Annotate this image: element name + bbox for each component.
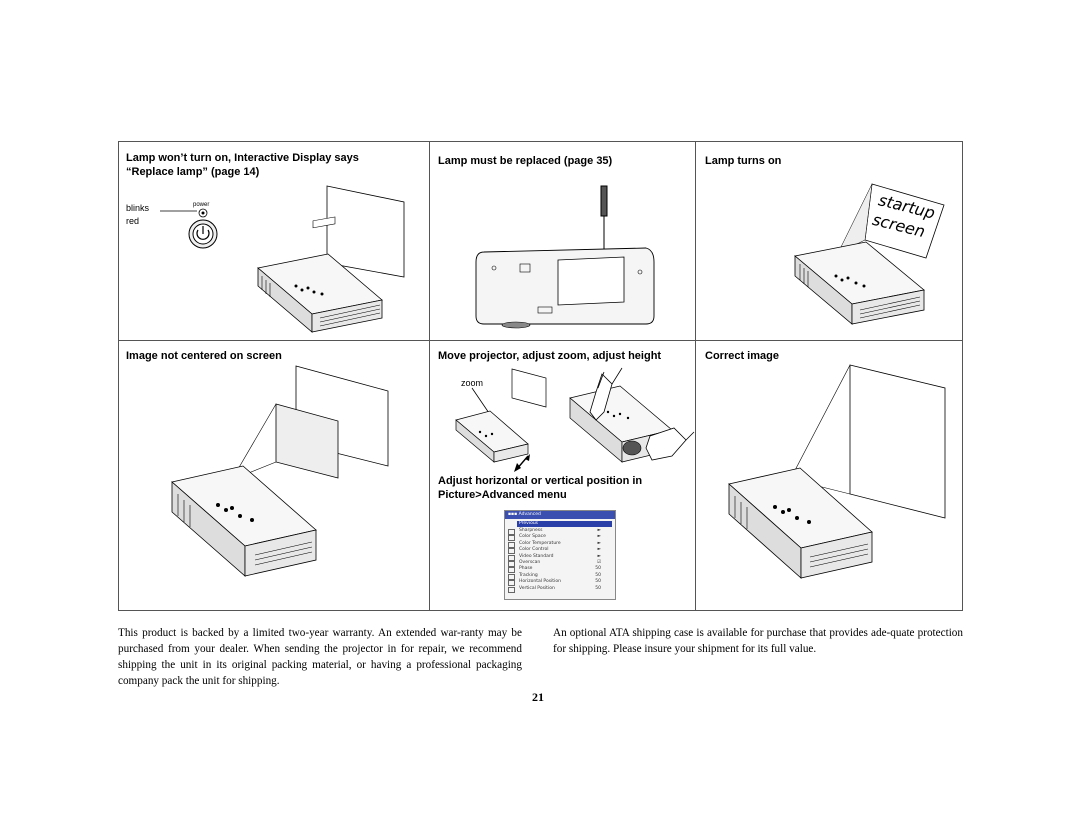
- blinks-label: blinks: [126, 203, 150, 213]
- page-number: 21: [532, 690, 544, 704]
- panel-5-subtitle-line1: Adjust horizontal or vertical position i…: [438, 475, 643, 487]
- menu-item-label: Video Standard: [519, 553, 554, 559]
- menu-item-vertical-position[interactable]: Vertical Position 50: [505, 585, 615, 593]
- menu-item-video-standard[interactable]: Video Standard ►: [505, 553, 615, 561]
- menu-item-label: Sharpness: [519, 528, 543, 533]
- power-label: power: [193, 202, 210, 208]
- menu-item-color-temperature[interactable]: Color Temperature ►: [505, 540, 615, 548]
- menu-item-label: Vertical Position: [519, 585, 555, 591]
- panel-3-title: Lamp turns on: [705, 155, 782, 167]
- menu-item-value: 50: [595, 579, 601, 585]
- phase-icon: [508, 567, 515, 574]
- menu-item-label: Tracking: [519, 572, 538, 578]
- menu-item-label: Color Temperature: [519, 540, 561, 546]
- color-temperature-icon: [508, 541, 515, 548]
- menu-item-label: Horizontal Position: [519, 579, 561, 585]
- menu-item-horizontal-position[interactable]: Horizontal Position 50: [505, 579, 615, 587]
- menu-item-value: ☑: [596, 559, 601, 565]
- panel-5-title: Move projector, adjust zoom, adjust heig…: [438, 350, 662, 362]
- menu-item-overscan[interactable]: Overscan ☑: [505, 559, 615, 567]
- tracking-icon: [508, 573, 515, 580]
- shipping-case-paragraph: An optional ATA shipping case is availab…: [553, 627, 963, 655]
- panel-4-title: Image not centered on screen: [126, 350, 282, 362]
- menu-item-color-control[interactable]: Color Control ►: [505, 547, 615, 555]
- menu-item-value: ►: [597, 528, 601, 533]
- sharpness-icon: [508, 529, 515, 535]
- menu-item-phase[interactable]: Phase 50: [505, 566, 615, 574]
- warranty-paragraph: This product is backed by a limited two-…: [118, 627, 522, 687]
- horizontal-position-icon: [508, 580, 515, 587]
- menu-item-value: ►: [597, 547, 601, 553]
- menu-item-color-space[interactable]: Color Space ►: [505, 534, 615, 542]
- panel-2-title: Lamp must be replaced (page 35): [438, 155, 613, 167]
- panel-1-title-line2: “Replace lamp” (page 14): [126, 166, 260, 178]
- menu-item-previous[interactable]: Previous: [517, 521, 612, 527]
- red-label: red: [126, 216, 140, 226]
- menu-item-value: ►: [597, 553, 601, 559]
- advanced-menu-title: ▪▪▪ Advanced: [505, 511, 615, 519]
- panel-1-title-line1: Lamp won’t turn on, Interactive Display …: [126, 152, 359, 164]
- menu-item-value: 50: [595, 585, 601, 591]
- grid-divider-h1: [118, 340, 963, 341]
- panel-1-title: Lamp won’t turn on, Interactive Display …: [126, 151, 416, 179]
- troubleshooting-grid: [118, 141, 963, 611]
- menu-item-sharpness[interactable]: Sharpness ►: [505, 528, 615, 535]
- zoom-label: zoom: [461, 378, 484, 388]
- menu-item-value: 50: [595, 566, 601, 572]
- vertical-position-icon: [508, 586, 515, 593]
- menu-item-value: ►: [597, 534, 601, 540]
- menu-item-value: ►: [597, 540, 601, 546]
- menu-item-label: Overscan: [519, 559, 541, 565]
- grid-divider-v1: [429, 141, 430, 611]
- grid-divider-v2: [695, 141, 696, 611]
- video-standard-icon: [508, 554, 515, 561]
- menu-item-label: Color Control: [519, 547, 549, 553]
- advanced-menu-title-text: Advanced: [518, 512, 541, 517]
- overscan-icon: [508, 560, 515, 567]
- menu-item-tracking[interactable]: Tracking 50: [505, 572, 615, 580]
- menu-item-label: Color Space: [519, 534, 546, 540]
- panel-5-subtitle: Adjust horizontal or vertical position i…: [438, 474, 693, 502]
- panel-6-title: Correct image: [705, 350, 779, 362]
- color-space-icon: [508, 535, 515, 542]
- color-control-icon: [508, 548, 515, 555]
- advanced-menu: ▪▪▪ Advanced Previous Sharpness ► Color S…: [504, 510, 616, 600]
- menu-item-label: Phase: [519, 566, 533, 572]
- panel-5-subtitle-line2: Picture>Advanced menu: [438, 489, 567, 501]
- menu-item-value: 50: [595, 572, 601, 578]
